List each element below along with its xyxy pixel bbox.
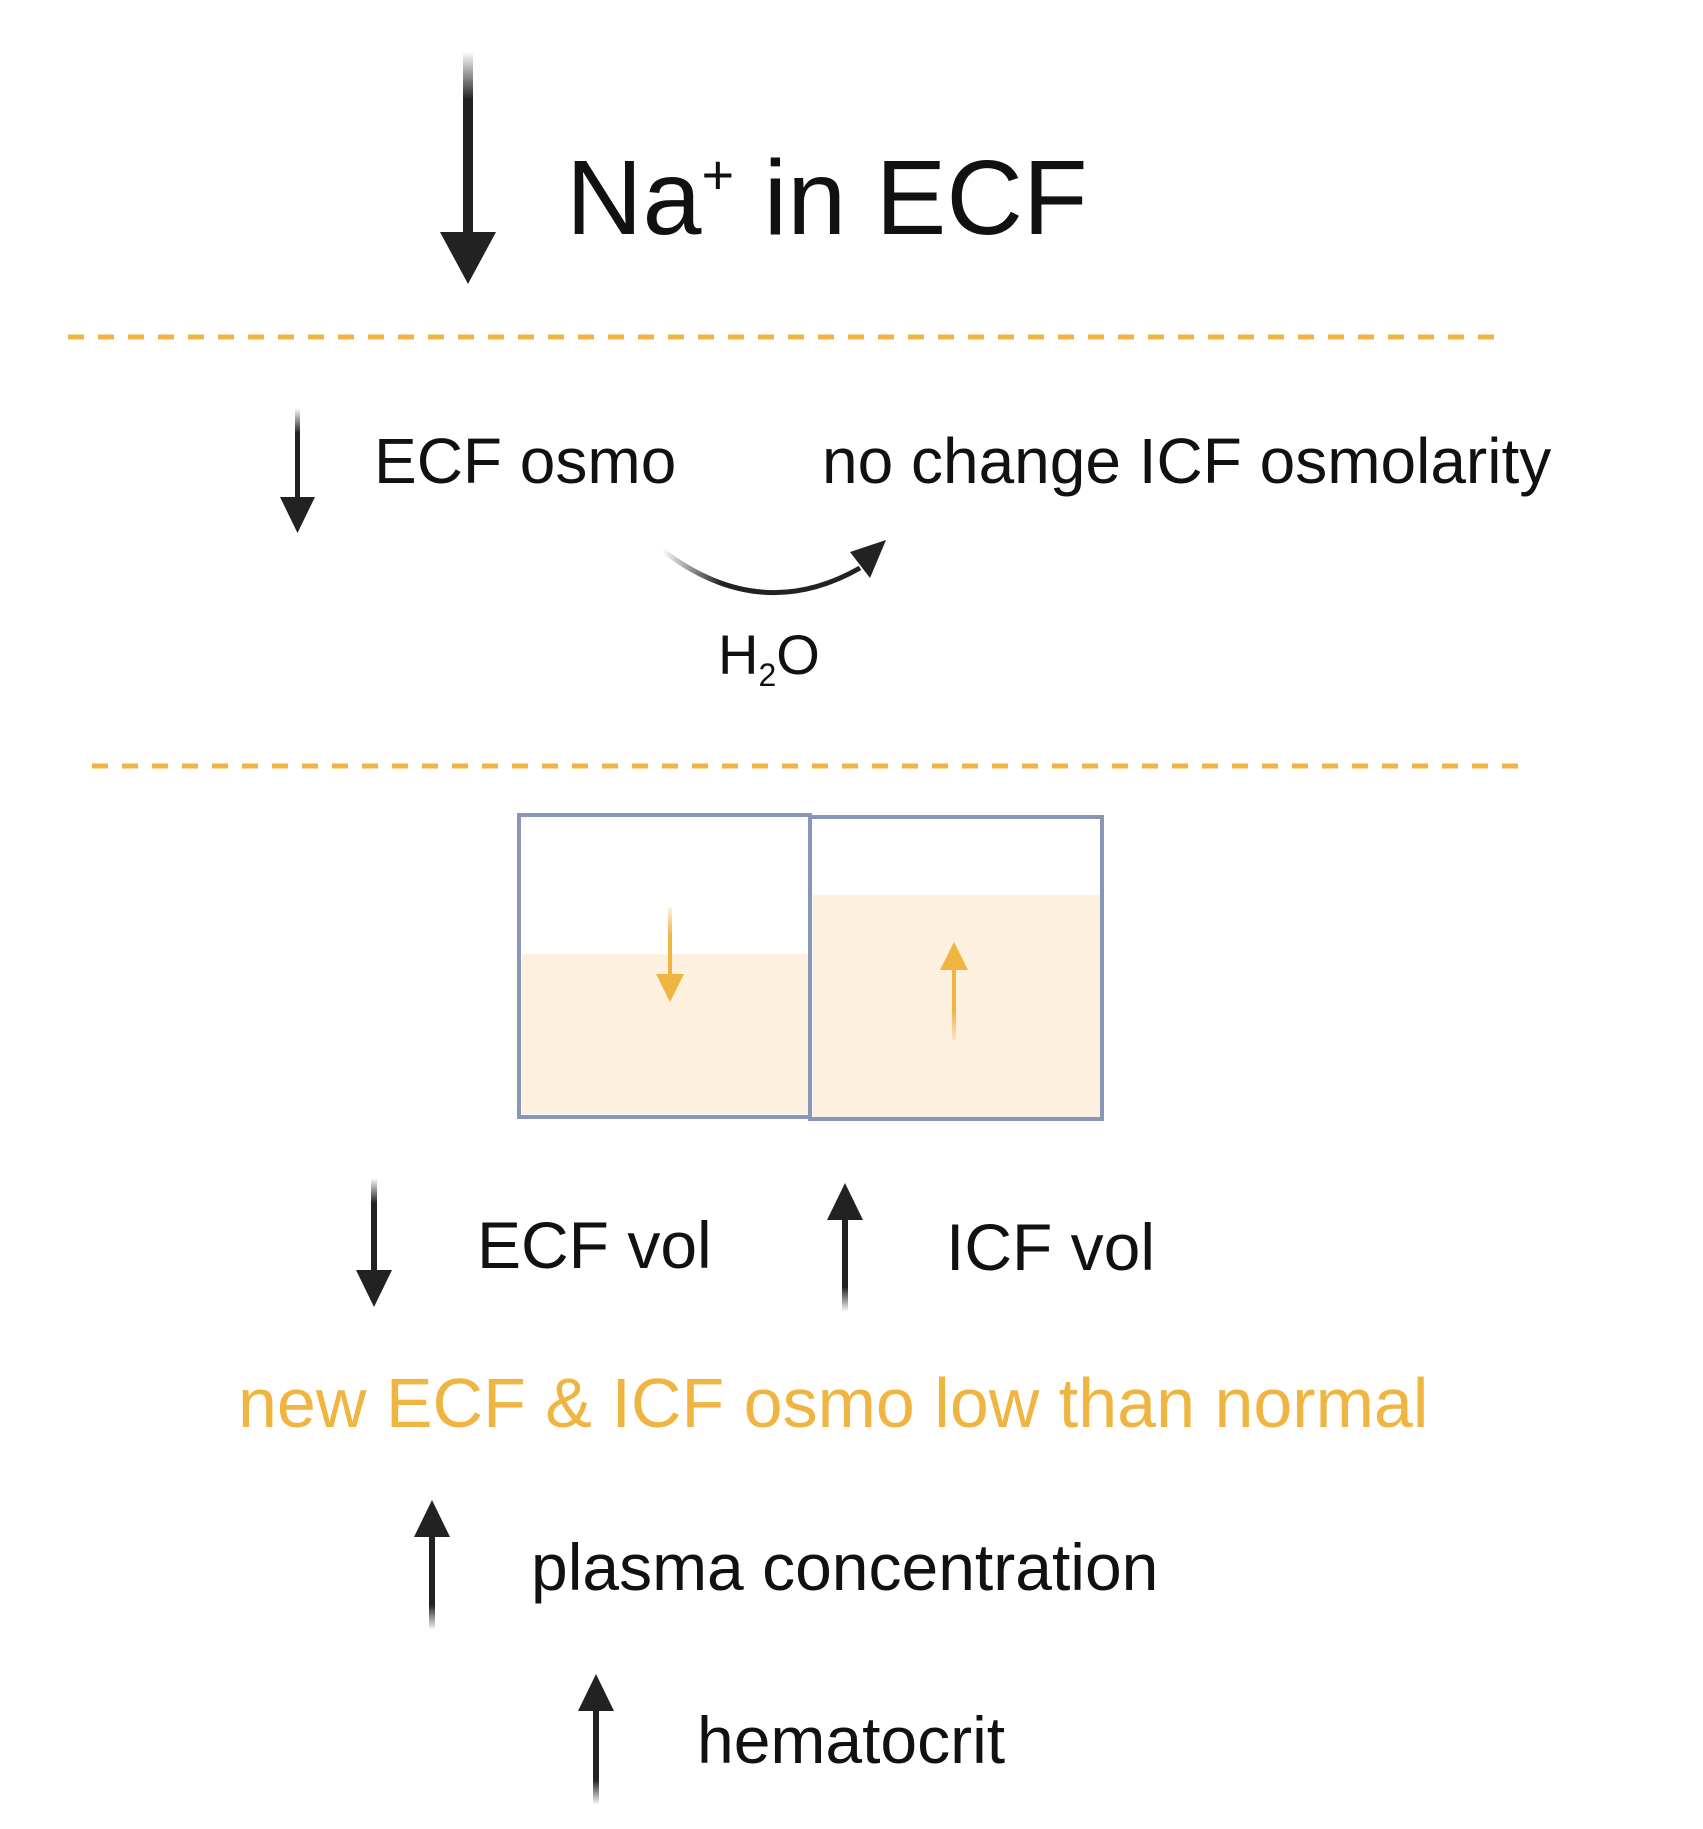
- title-superscript: +: [701, 143, 735, 206]
- title-down-arrow-icon: [440, 52, 496, 284]
- title-prefix: Na: [566, 139, 702, 257]
- hematocrit-label: hematocrit: [697, 1703, 1006, 1777]
- ecf-osmo-label: ECF osmo: [374, 425, 677, 497]
- plasma-label: plasma concentration: [531, 1530, 1159, 1604]
- icf-compartment: [808, 815, 1104, 1121]
- water-label: H2O: [718, 627, 820, 692]
- title-suffix: in ECF: [734, 139, 1088, 257]
- icf-osmo-label: no change ICF osmolarity: [822, 425, 1552, 497]
- page-title: Na+ in ECF: [566, 145, 1088, 251]
- ecf-vol-label: ECF vol: [477, 1208, 712, 1282]
- water-flow-curved-arrow-icon: [660, 540, 886, 596]
- ecf-level-down-arrow-icon: [656, 908, 684, 1002]
- plasma-up-arrow-icon: [414, 1500, 450, 1630]
- ecf-compartment: [517, 813, 812, 1119]
- water-tail: O: [776, 623, 820, 686]
- water-main: H: [718, 623, 759, 686]
- icf-vol-label: ICF vol: [946, 1210, 1156, 1284]
- water-sub: 2: [758, 657, 777, 693]
- icf-level-up-arrow-icon: [940, 942, 968, 1040]
- conclusion-text: new ECF & ICF osmo low than normal: [238, 1364, 1429, 1442]
- hematocrit-up-arrow-icon: [578, 1674, 614, 1805]
- icf-vol-up-arrow-icon: [827, 1183, 863, 1312]
- ecf-osmo-down-arrow-icon: [280, 408, 315, 533]
- ecf-vol-down-arrow-icon: [356, 1178, 392, 1307]
